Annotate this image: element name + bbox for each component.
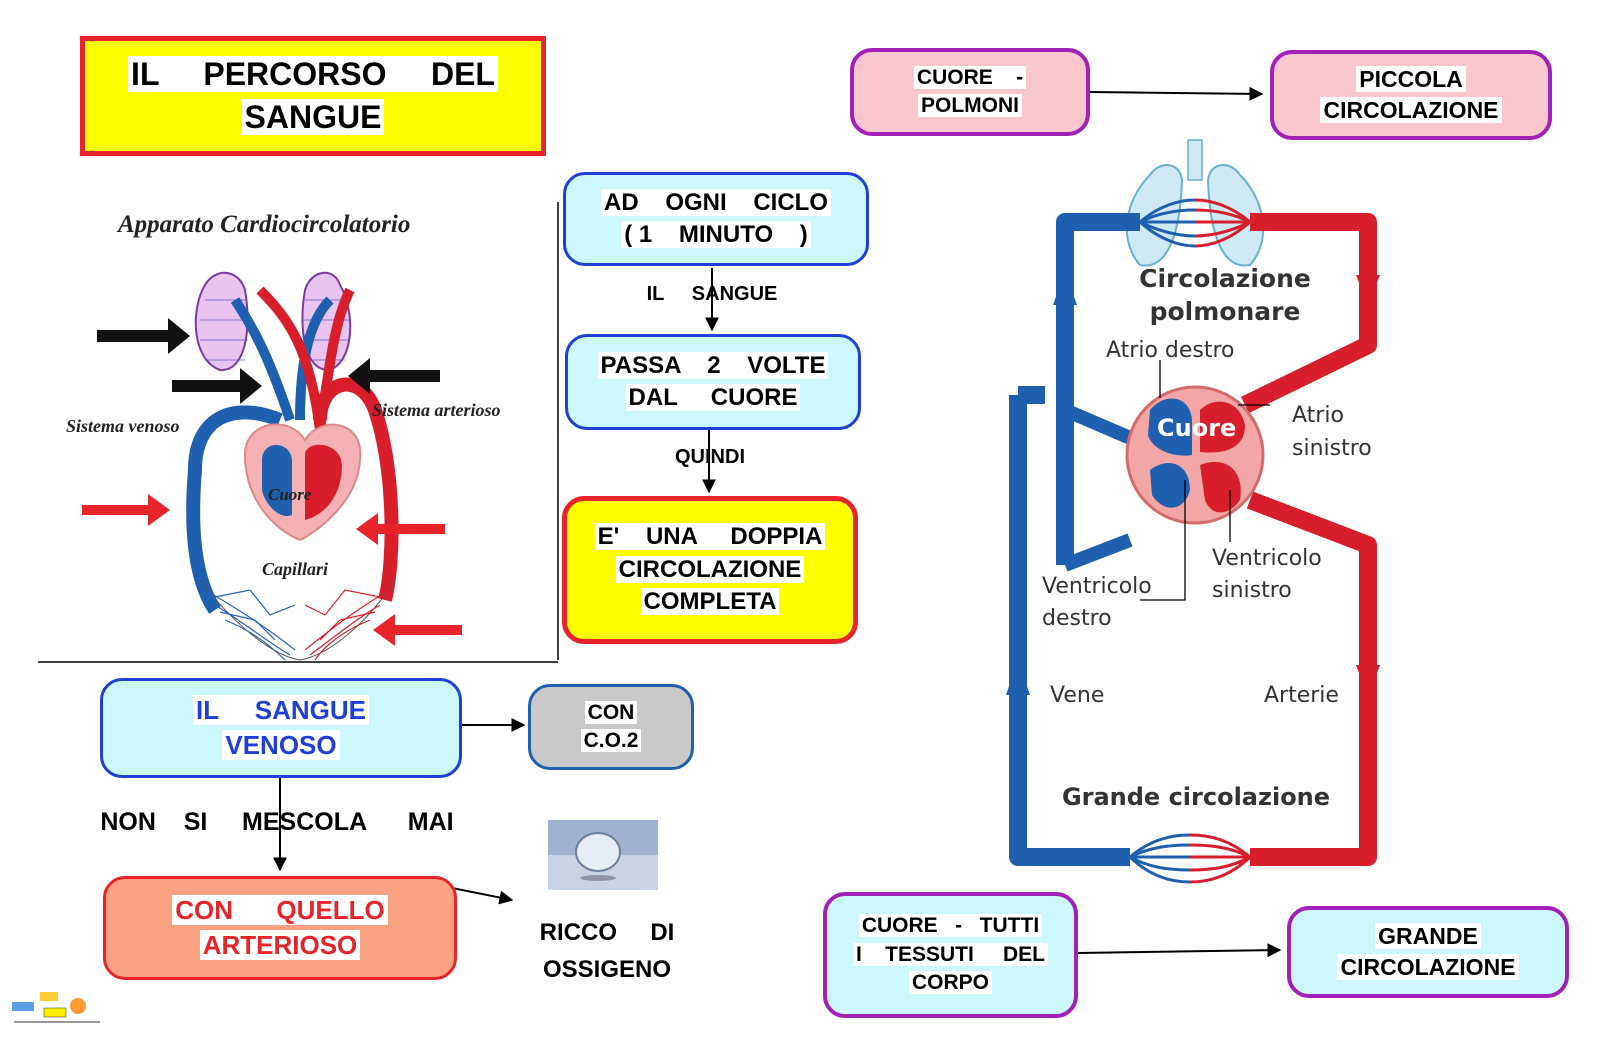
edge-label-blood: IL SANGUE <box>646 283 778 305</box>
label-pulmonary-l1: Circolazione <box>1139 264 1311 293</box>
cycle-line1: AD OGNI CICLO <box>600 188 831 216</box>
oxygen-drop-icon <box>548 820 658 890</box>
heart-lungs-line2: POLMONI <box>918 94 1022 117</box>
arterial-line2: ARTERIOSO <box>199 930 361 960</box>
double-circulation-box: E' UNA DOPPIA CIRCOLAZIONE COMPLETA <box>562 496 858 644</box>
title-line2: SANGUE <box>241 99 385 135</box>
great-circ-line2: CIRCOLAZIONE <box>1337 954 1519 980</box>
arterial-line1: CON QUELLO <box>172 894 388 925</box>
heart-tissues-line1: CUORE - TUTTI <box>858 914 1043 938</box>
venous-line1: IL SANGUE <box>193 694 369 725</box>
label-venous-system: Sistema venoso <box>66 416 180 436</box>
label-heart-left: Cuore <box>268 485 312 504</box>
venous-line2: VENOSO <box>222 730 340 760</box>
label-left-ventricle-l2: sinistro <box>1212 578 1292 603</box>
label-right-ventricle-l2: destro <box>1042 606 1112 631</box>
connector-small-circ <box>1089 86 1264 101</box>
arterial-blood-box: CON QUELLO ARTERIOSO <box>103 876 457 980</box>
label-right-atrium: Atrio destro <box>1106 338 1235 363</box>
small-circulation-box: PICCOLA CIRCOLAZIONE <box>1270 50 1552 140</box>
cycle-box: AD OGNI CICLO ( 1 MINUTO ) <box>563 172 869 266</box>
double-line1: E' UNA DOPPIA <box>594 523 826 551</box>
illustration-heading: Apparato Cardiocircolatorio <box>116 211 410 238</box>
co2-box: CON C.O.2 <box>528 684 694 770</box>
heart-tissues-line3: CORPO <box>908 971 992 995</box>
passes-line1: PASSA 2 VOLTE <box>597 351 829 379</box>
heart-tissues-line2: I TESSUTI DEL <box>852 942 1049 966</box>
label-right-ventricle-l1: Ventricolo <box>1042 574 1152 599</box>
label-left-ventricle-l1: Ventricolo <box>1212 546 1322 571</box>
double-line2: CIRCOLAZIONE <box>615 555 805 583</box>
co2-line2: C.O.2 <box>580 729 642 752</box>
great-circulation-box: GRANDE CIRCOLAZIONE <box>1287 906 1569 998</box>
passes-box: PASSA 2 VOLTE DAL CUORE <box>565 334 861 430</box>
oxygen-line2: OSSIGENO <box>542 956 672 984</box>
circulation-diagram: Circolazione polmonare Atrio destro Cuor… <box>1006 139 1380 884</box>
heart-lungs-box: CUORE - POLMONI <box>850 48 1090 136</box>
heart-lungs-line1: CUORE - <box>913 65 1027 89</box>
cycle-line2: ( 1 MINUTO ) <box>621 221 811 248</box>
passes-line2: DAL CUORE <box>625 384 801 411</box>
label-heart-right: Cuore <box>1157 414 1236 442</box>
site-logo <box>12 992 100 1023</box>
oxygen-rich-label: RICCO DI OSSIGENO <box>522 914 692 988</box>
small-circ-line2: CIRCOLAZIONE <box>1320 97 1502 123</box>
edge-label-never-mix: NON SI MESCOLA MAI <box>100 808 454 836</box>
label-veins: Vene <box>1050 683 1104 708</box>
title-box: IL PERCORSO DEL SANGUE <box>80 36 546 156</box>
venous-blood-box: IL SANGUE VENOSO <box>100 678 462 778</box>
small-circ-line1: PICCOLA <box>1356 65 1466 92</box>
great-circ-line1: GRANDE <box>1375 922 1481 949</box>
edge-label-therefore: QUINDI <box>675 446 745 468</box>
label-systemic-circulation: Grande circolazione <box>1062 783 1330 811</box>
label-left-atrium-l2: sinistro <box>1292 436 1372 461</box>
label-pulmonary-l2: polmonare <box>1150 297 1301 326</box>
co2-line1: CON <box>584 700 638 724</box>
label-capillaries: Capillari <box>262 559 328 579</box>
cardiovascular-illustration: Apparato Cardiocircolatorio Sistema veno… <box>66 211 501 661</box>
label-arterial-system: Sistema arterioso <box>372 400 501 420</box>
title-line1: IL PERCORSO DEL <box>128 55 498 92</box>
double-line3: COMPLETA <box>640 588 780 616</box>
connector-great-circ <box>1077 943 1282 958</box>
heart-tissues-box: CUORE - TUTTI I TESSUTI DEL CORPO <box>823 892 1078 1018</box>
label-left-atrium-l1: Atrio <box>1292 403 1344 428</box>
label-arteries: Arterie <box>1264 683 1339 708</box>
connector-arterial-oxygen <box>451 887 514 905</box>
oxygen-line1: RICCO DI <box>539 919 675 946</box>
